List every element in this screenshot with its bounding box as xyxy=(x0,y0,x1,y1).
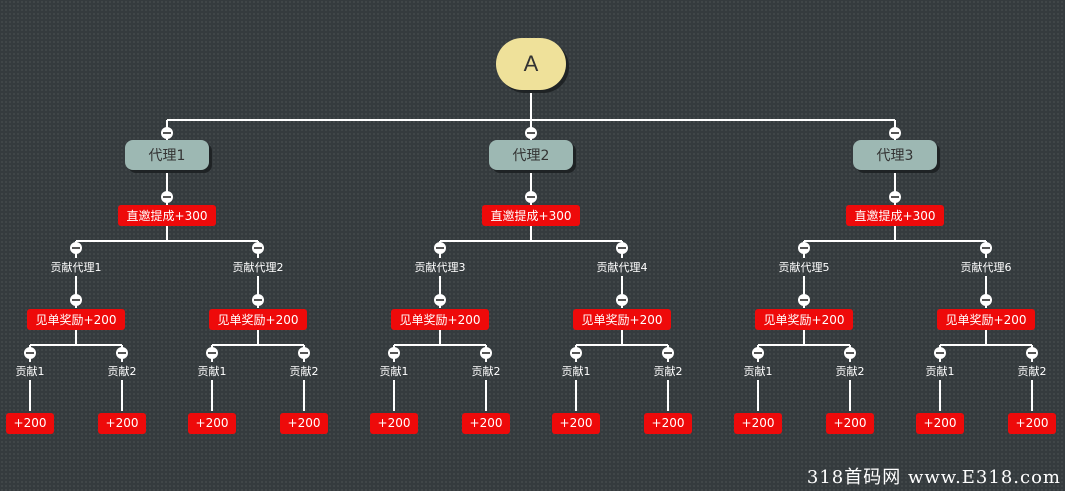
collapse-toggle-icon[interactable] xyxy=(161,191,173,203)
agent-node[interactable]: 代理3 xyxy=(853,140,937,170)
collapse-toggle-icon[interactable] xyxy=(798,242,810,254)
sub-agent-label[interactable]: 贡献代理1 xyxy=(50,261,102,274)
collapse-toggle-icon[interactable] xyxy=(616,242,628,254)
collapse-toggle-icon[interactable] xyxy=(889,127,901,139)
leaf-reward-node[interactable]: +200 xyxy=(734,412,782,434)
bonus-node[interactable]: 直邀提成+300 xyxy=(118,204,216,226)
leaf-label[interactable]: 贡献1 xyxy=(561,365,591,378)
collapse-toggle-icon[interactable] xyxy=(662,347,674,359)
sub-agent-label[interactable]: 贡献代理3 xyxy=(414,261,466,274)
leaf-reward-node[interactable]: +200 xyxy=(644,412,692,434)
collapse-toggle-icon[interactable] xyxy=(752,347,764,359)
sub-bonus-node[interactable]: 见单奖励+200 xyxy=(209,308,307,330)
sub-agent-label[interactable]: 贡献代理5 xyxy=(778,261,830,274)
leaf-label[interactable]: 贡献2 xyxy=(107,365,137,378)
collapse-toggle-icon[interactable] xyxy=(980,294,992,306)
root-node[interactable]: A xyxy=(496,38,566,90)
collapse-toggle-icon[interactable] xyxy=(252,242,264,254)
sub-bonus-node[interactable]: 见单奖励+200 xyxy=(573,308,671,330)
agent-node[interactable]: 代理2 xyxy=(489,140,573,170)
collapse-toggle-icon[interactable] xyxy=(525,191,537,203)
bonus-node[interactable]: 直邀提成+300 xyxy=(482,204,580,226)
leaf-label[interactable]: 贡献2 xyxy=(1017,365,1047,378)
leaf-reward-node[interactable]: +200 xyxy=(280,412,328,434)
agent-node[interactable]: 代理1 xyxy=(125,140,209,170)
leaf-reward-node[interactable]: +200 xyxy=(188,412,236,434)
collapse-toggle-icon[interactable] xyxy=(616,294,628,306)
leaf-label[interactable]: 贡献2 xyxy=(835,365,865,378)
collapse-toggle-icon[interactable] xyxy=(980,242,992,254)
sub-bonus-node[interactable]: 见单奖励+200 xyxy=(27,308,125,330)
sub-bonus-node[interactable]: 见单奖励+200 xyxy=(755,308,853,330)
leaf-label[interactable]: 贡献1 xyxy=(925,365,955,378)
leaf-label[interactable]: 贡献2 xyxy=(289,365,319,378)
collapse-toggle-icon[interactable] xyxy=(434,242,446,254)
leaf-reward-node[interactable]: +200 xyxy=(826,412,874,434)
sub-bonus-node[interactable]: 见单奖励+200 xyxy=(937,308,1035,330)
collapse-toggle-icon[interactable] xyxy=(24,347,36,359)
collapse-toggle-icon[interactable] xyxy=(889,191,901,203)
leaf-reward-node[interactable]: +200 xyxy=(6,412,54,434)
sub-agent-label[interactable]: 贡献代理6 xyxy=(960,261,1012,274)
leaf-label[interactable]: 贡献1 xyxy=(743,365,773,378)
collapse-toggle-icon[interactable] xyxy=(161,127,173,139)
collapse-toggle-icon[interactable] xyxy=(70,242,82,254)
leaf-reward-node[interactable]: +200 xyxy=(370,412,418,434)
collapse-toggle-icon[interactable] xyxy=(252,294,264,306)
collapse-toggle-icon[interactable] xyxy=(298,347,310,359)
leaf-label[interactable]: 贡献1 xyxy=(15,365,45,378)
leaf-label[interactable]: 贡献2 xyxy=(471,365,501,378)
sub-agent-label[interactable]: 贡献代理2 xyxy=(232,261,284,274)
collapse-toggle-icon[interactable] xyxy=(388,347,400,359)
collapse-toggle-icon[interactable] xyxy=(206,347,218,359)
collapse-toggle-icon[interactable] xyxy=(570,347,582,359)
collapse-toggle-icon[interactable] xyxy=(434,294,446,306)
collapse-toggle-icon[interactable] xyxy=(70,294,82,306)
collapse-toggle-icon[interactable] xyxy=(844,347,856,359)
leaf-reward-node[interactable]: +200 xyxy=(552,412,600,434)
leaf-reward-node[interactable]: +200 xyxy=(916,412,964,434)
collapse-toggle-icon[interactable] xyxy=(480,347,492,359)
collapse-toggle-icon[interactable] xyxy=(116,347,128,359)
watermark: 318首码网 www.E318.com xyxy=(806,467,1061,488)
collapse-toggle-icon[interactable] xyxy=(525,127,537,139)
sub-bonus-node[interactable]: 见单奖励+200 xyxy=(391,308,489,330)
leaf-reward-node[interactable]: +200 xyxy=(98,412,146,434)
leaf-label[interactable]: 贡献1 xyxy=(379,365,409,378)
collapse-toggle-icon[interactable] xyxy=(934,347,946,359)
bonus-node[interactable]: 直邀提成+300 xyxy=(846,204,944,226)
leaf-label[interactable]: 贡献2 xyxy=(653,365,683,378)
leaf-label[interactable]: 贡献1 xyxy=(197,365,227,378)
sub-agent-label[interactable]: 贡献代理4 xyxy=(596,261,648,274)
leaf-reward-node[interactable]: +200 xyxy=(1008,412,1056,434)
leaf-reward-node[interactable]: +200 xyxy=(462,412,510,434)
collapse-toggle-icon[interactable] xyxy=(1026,347,1038,359)
collapse-toggle-icon[interactable] xyxy=(798,294,810,306)
